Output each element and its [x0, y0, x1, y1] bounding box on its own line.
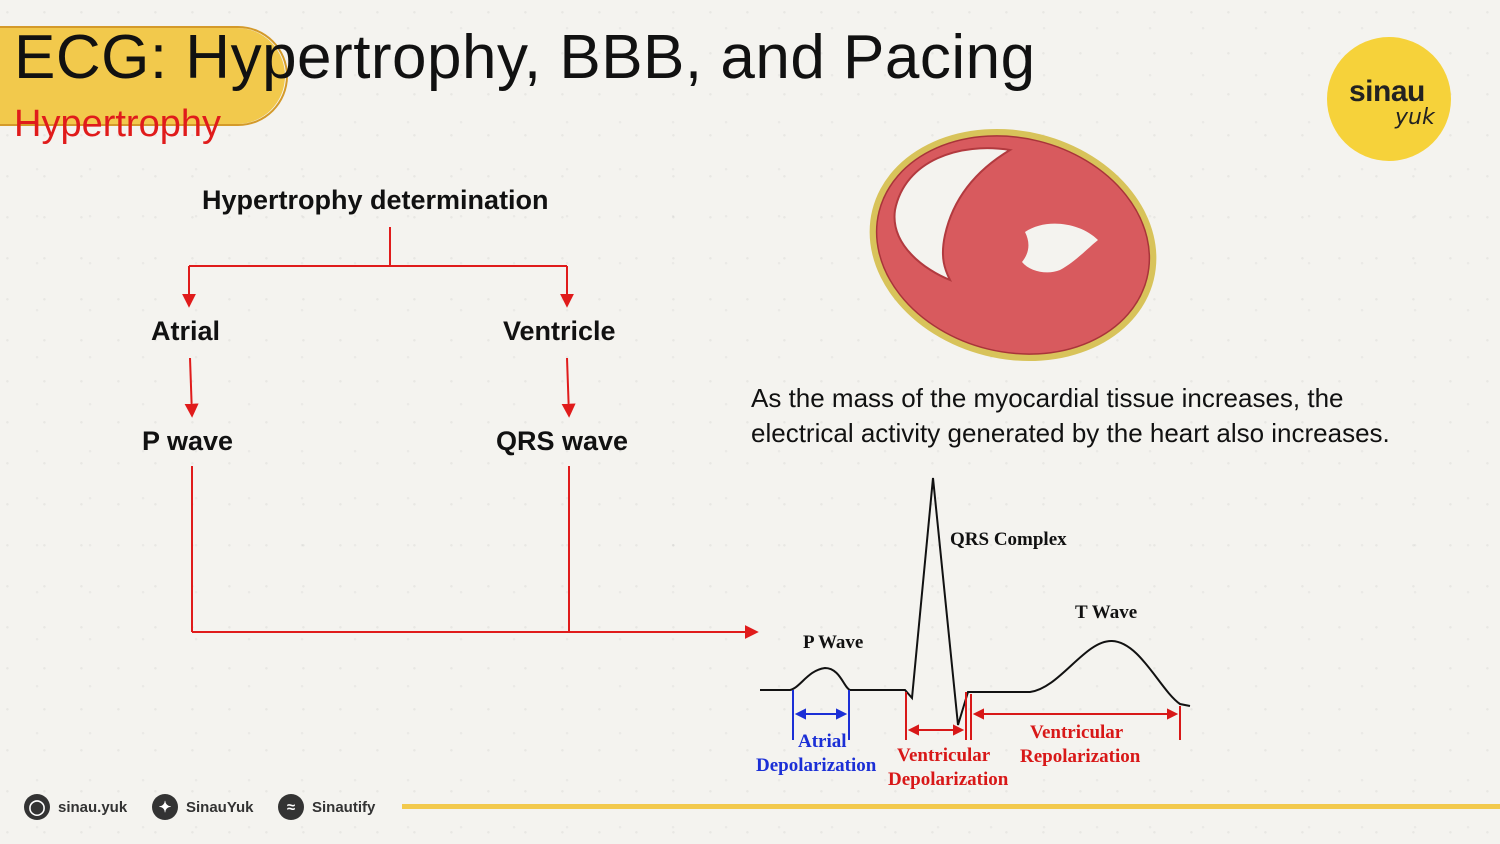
page-title: ECG: Hypertrophy, BBB, and Pacing	[14, 23, 1036, 92]
logo-text-yuk: yuk	[1395, 105, 1435, 130]
footer-divider	[402, 804, 1500, 809]
ventricular-repolarization-label-2: Repolarization	[1020, 746, 1141, 767]
description-text: As the mass of the myocardial tissue inc…	[751, 381, 1491, 451]
spotify-handle[interactable]: ≈ Sinautify	[278, 794, 375, 820]
sinau-yuk-logo: sinau yuk	[1327, 37, 1451, 161]
instagram-handle[interactable]: ◯ sinau.yuk	[24, 794, 127, 820]
ventricular-repolarization-label-1: Ventricular	[1030, 722, 1124, 743]
arrow-to-qrs-wave	[561, 357, 576, 418]
logo-text-sinau: sinau	[1349, 75, 1425, 108]
ventricular-depolarization-label-2: Depolarization	[888, 769, 1009, 790]
ecg-trace	[760, 477, 1191, 726]
ventricular-depolarization-label-1: Ventricular	[897, 745, 991, 766]
flow-atrial: Atrial	[151, 316, 221, 346]
description-line-1: As the mass of the myocardial tissue inc…	[751, 383, 1344, 413]
atrial-label: Atrial	[798, 731, 847, 752]
title-band-edge	[0, 26, 288, 126]
twitter-handle[interactable]: ✦ SinauYuk	[152, 794, 254, 820]
atrial-depolarization-marker	[792, 690, 850, 740]
instagram-icon: ◯	[24, 794, 50, 820]
ventricular-depolarization-marker	[905, 692, 967, 740]
description-line-2: electrical activity generated by the hea…	[751, 418, 1390, 448]
instagram-text: sinau.yuk	[58, 798, 128, 816]
spotify-icon: ≈	[278, 794, 304, 820]
heart-cross-section-image	[869, 128, 1157, 362]
flow-ventricle: Ventricle	[503, 316, 616, 346]
arrow-to-p-wave	[184, 357, 199, 418]
t-wave-label: T Wave	[1075, 602, 1137, 623]
qrs-complex-label: QRS Complex	[950, 529, 1067, 550]
twitter-text: SinauYuk	[186, 798, 254, 816]
atrial-depolarization-label: Depolarization	[756, 755, 877, 776]
ventricular-repolarization-marker	[970, 694, 1181, 740]
p-wave-label: P Wave	[803, 632, 863, 653]
twitter-icon: ✦	[152, 794, 178, 820]
flow-root: Hypertrophy determination	[202, 185, 549, 215]
flow-qrs-wave: QRS wave	[496, 426, 629, 456]
spotify-text: Sinautify	[312, 798, 376, 816]
section-subtitle: Hypertrophy	[14, 103, 221, 145]
flow-p-wave: P wave	[142, 426, 234, 456]
